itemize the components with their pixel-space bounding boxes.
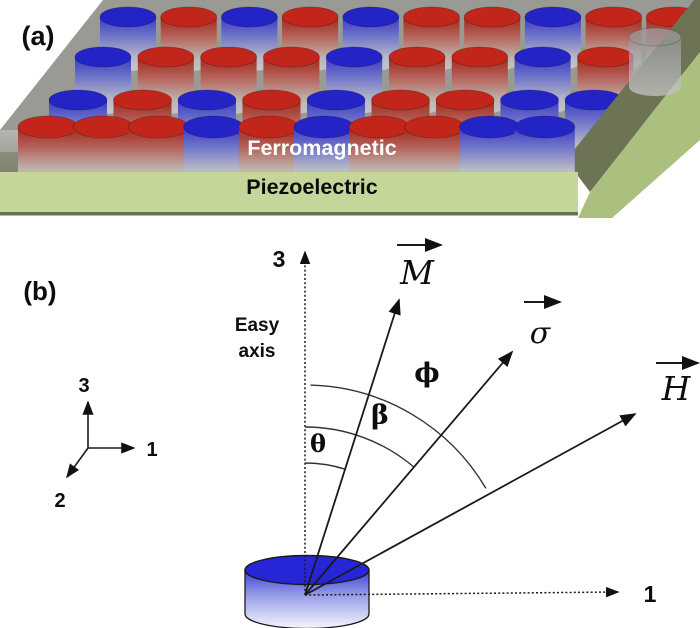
pillar-red [403,6,460,71]
pillar-red-body [349,127,410,183]
pillar-red-top [348,115,410,139]
pillar-blue-body [294,127,354,183]
pillar-red [17,115,79,183]
vector-H-line [304,413,637,596]
pillar-blue-top [514,46,571,68]
pillar-red-top [242,89,301,111]
pillar-red-top [435,89,495,111]
pillar-blue-top [500,89,559,111]
angle-arc-beta [304,426,415,468]
easy-axis-label: Easy [235,315,280,336]
pillar-blue-top [524,6,582,28]
axis-1-label: 1 [644,581,657,607]
pillar-red-top [281,6,339,28]
pillar-blue [293,115,355,183]
pillar-red-top [388,46,446,68]
pillar-red [348,115,410,183]
vector-H-label: H [661,369,692,408]
pillar-red-body [73,127,134,183]
pillar-blue-top [306,89,366,111]
vector-M-line [304,298,401,596]
pillar-red-top [128,115,189,139]
angle-label-theta: θ [310,429,326,458]
slab-bottom-edge [0,212,578,216]
pillar-blue-top [459,115,520,139]
vector-sigma-label: σ [530,316,552,351]
pillar-red-top [17,115,79,139]
pillar-blue-top [177,89,237,111]
panel-b-vector-diagram: 3 1 Easy axis 3 1 2 θ βϕ MσH (b) [23,238,700,628]
pillar-red [404,115,465,183]
pillar-red-top [463,6,521,28]
pillar-blue-top [74,46,132,68]
angle-arc-theta [304,462,346,470]
pillar-red [128,115,189,183]
mini-axis-2-line [66,447,89,479]
vector-sigma-line [304,350,514,596]
piezoelectric-label: Piezoelectric [246,175,377,199]
piezoelectric-layer-front [0,172,578,215]
angle-label-phi: ϕ [414,358,439,389]
pillar-blue-top [99,6,157,28]
easy-axis-label: axis [239,341,276,362]
vector-M-label: M [399,253,435,292]
pillar-blue [183,115,244,183]
pillar-blue-top [342,6,400,28]
panel-b-label: (b) [23,276,56,306]
ferromagnetic-label: Ferromagnetic [247,136,396,160]
pillar-red-top [200,46,257,68]
pillar-red-top [371,89,430,111]
pillar-red-top [403,6,460,28]
pillar-blue-top [293,115,355,139]
pillar-blue-body [459,127,520,183]
pillar-blue-body [514,127,575,183]
pillar-red-body [18,127,78,183]
pillar-red-body [128,127,189,183]
pillar-red [72,115,134,183]
magnet-cylinder-body [244,569,370,628]
panel-a-label: (a) [22,21,55,51]
angle-arc-phi [310,384,487,489]
mini-axis-2-label: 2 [54,490,65,512]
pillar-red-top [137,46,195,68]
pillar-red [238,115,300,183]
pillar-ghost-body [629,37,681,96]
pillar-red-top [238,115,300,139]
axis-1-line [304,586,620,598]
pillar-red-top [263,46,320,68]
angle-label-beta: β [371,400,389,431]
pillar-blue-top [221,6,278,28]
pillar-red-top [585,6,642,28]
pillar-ghost [628,27,682,96]
mini-axis-3-label: 3 [78,375,89,397]
pillar-blue-top [48,89,108,111]
pillar-red-top [577,46,634,68]
axis-3-label: 3 [273,246,286,272]
pillar-blue [514,115,576,183]
pillar-red-body [238,127,299,183]
pillar-red-top [404,115,465,139]
pillar-red-top [160,6,218,28]
pillar-red-top [113,89,172,111]
mini-axis-1-label: 1 [146,439,157,461]
pillar-red-top [72,115,134,139]
pillar-ghost-top [628,27,682,47]
pillar-blue-body [183,127,244,183]
pillar-blue-top [325,46,383,68]
pillar-red-top [451,46,509,68]
pillar-red-body [404,127,465,183]
pillar-blue-top [183,115,244,139]
pillar-blue-top [514,115,576,139]
